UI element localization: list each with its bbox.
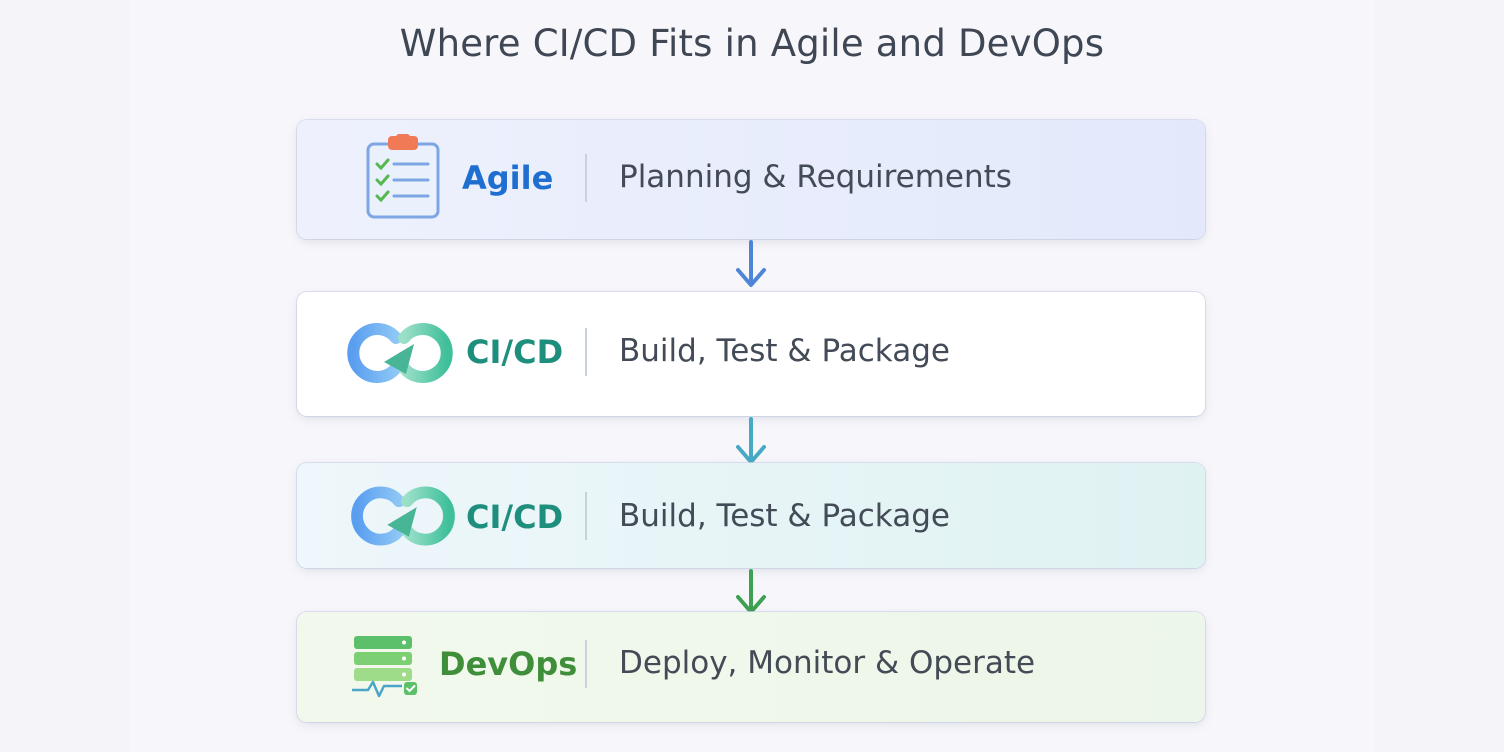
stage-label-cicd: CI/CD	[466, 333, 564, 371]
stage-divider	[585, 328, 587, 376]
stage-description-cicd: Build, Test & Package	[619, 498, 950, 534]
stage-card-devops	[297, 612, 1205, 722]
clipboard-checklist-icon	[366, 134, 440, 219]
stage-description-cicd: Build, Test & Package	[619, 333, 950, 369]
diagram-title: Where CI/CD Fits in Agile and DevOps	[399, 22, 1105, 65]
stage-description-agile: Planning & Requirements	[619, 159, 1012, 195]
stage-divider	[585, 154, 587, 202]
flow-arrow-down	[736, 569, 766, 614]
server-monitor-icon	[352, 636, 417, 698]
flow-arrow-down	[736, 240, 766, 287]
stage-divider	[585, 492, 587, 540]
flow-arrow-down	[736, 417, 766, 464]
stage-label-agile: Agile	[462, 159, 554, 197]
stage-label-devops: DevOps	[439, 645, 578, 683]
stage-divider	[585, 640, 587, 688]
infinity-loop-icon	[347, 323, 453, 383]
stage-card-agile	[297, 120, 1205, 239]
infinity-loop-icon	[351, 486, 455, 546]
stage-description-devops: Deploy, Monitor & Operate	[619, 645, 1036, 681]
stage-label-cicd: CI/CD	[466, 498, 564, 536]
